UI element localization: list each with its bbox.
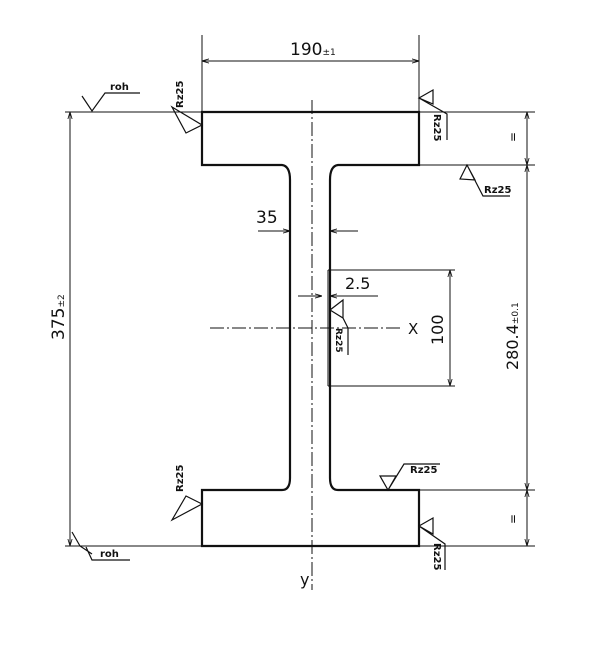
y-axis-label: y bbox=[300, 570, 309, 589]
surface-finish-bottom-right: Rz25 bbox=[417, 516, 446, 570]
svg-text:Rz25: Rz25 bbox=[431, 114, 442, 141]
equal-mark-top: = bbox=[506, 132, 520, 142]
svg-text:Rz25: Rz25 bbox=[410, 465, 437, 476]
surface-finish-top-left: Rz25 bbox=[170, 81, 204, 134]
beam-outline bbox=[200, 110, 421, 548]
detail-section: 100 2.5 bbox=[298, 269, 455, 387]
surface-rough-bottom: roh bbox=[71, 531, 130, 561]
section-height-value: 100 bbox=[428, 314, 447, 345]
x-axis-label: X bbox=[408, 320, 418, 338]
svg-text:Rz25: Rz25 bbox=[175, 81, 186, 108]
surface-finish-web: Rz25 bbox=[328, 298, 349, 355]
web-height-value: 280.4 bbox=[503, 324, 522, 370]
svg-text:roh: roh bbox=[100, 549, 119, 560]
svg-text:Rz25: Rz25 bbox=[175, 465, 186, 492]
total-height-tol: ±2 bbox=[57, 294, 67, 307]
web-thickness-value: 35 bbox=[256, 208, 278, 228]
surface-finish-top-right: Rz25 bbox=[417, 88, 448, 141]
total-height-value: 375 bbox=[49, 308, 69, 340]
web-height-tol: ±0.1 bbox=[511, 302, 521, 324]
surface-finish-bottom-left: Rz25 bbox=[170, 465, 204, 522]
right-dimensions: = = 280.4±0.1 bbox=[338, 111, 535, 547]
flange-width-tol: ±1 bbox=[322, 48, 335, 58]
svg-text:Rz25: Rz25 bbox=[484, 185, 511, 196]
total-height-dimension: 375±2 bbox=[49, 111, 202, 547]
svg-text:375±2: 375±2 bbox=[49, 294, 69, 340]
surface-finish-flange-bottom-right: Rz25 bbox=[378, 463, 440, 492]
surface-finish-flange-right: Rz25 bbox=[459, 163, 511, 197]
flange-width-dimension: 190±1 bbox=[201, 35, 420, 112]
svg-text:Rz25: Rz25 bbox=[431, 543, 442, 570]
equal-mark-bottom: = bbox=[506, 514, 520, 524]
svg-text:Rz25: Rz25 bbox=[333, 328, 343, 353]
web-thickness-dimension: 35 bbox=[256, 208, 358, 231]
surface-rough-top: roh bbox=[81, 82, 140, 113]
svg-text:280.4±0.1: 280.4±0.1 bbox=[503, 302, 522, 370]
flange-width-value: 190 bbox=[290, 40, 322, 60]
svg-text:190±1: 190±1 bbox=[290, 40, 336, 60]
svg-text:roh: roh bbox=[110, 82, 129, 93]
offset-value: 2.5 bbox=[345, 274, 370, 293]
